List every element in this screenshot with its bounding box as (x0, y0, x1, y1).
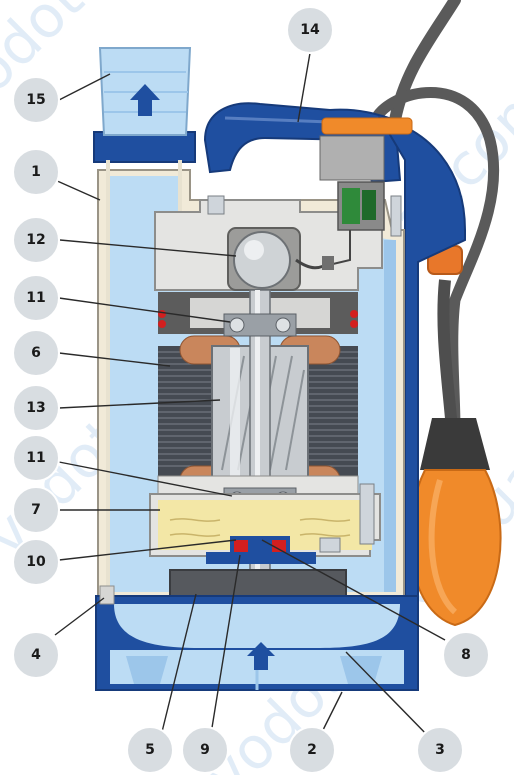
callout-3: 3 (416, 726, 464, 774)
terminal-green-2 (362, 190, 376, 220)
orange-clip (321, 117, 413, 135)
pump-base (95, 585, 419, 691)
svg-text:4: 4 (31, 647, 41, 663)
red-seal-tr (350, 310, 358, 318)
bolt-top (207, 195, 225, 215)
upper-bearing (223, 313, 297, 337)
callouts: 15 14 1 12 11 6 13 11 7 10 4 8 5 9 2 3 (12, 6, 490, 774)
svg-text:7: 7 (31, 502, 41, 518)
float-collar (420, 418, 490, 470)
svg-text:13: 13 (26, 400, 45, 416)
red-seal-tr2 (350, 320, 358, 328)
leader-12 (59, 239, 237, 257)
callout-2: 2 (288, 726, 336, 774)
callout-7: 7 (12, 486, 60, 534)
red-seal-tl (158, 310, 166, 318)
leader-11b (58, 461, 233, 497)
leader-11a (58, 297, 231, 323)
red-seal-tl2 (158, 320, 166, 328)
leader-10 (58, 539, 237, 561)
callout-5: 5 (126, 726, 174, 774)
bolt-lower-mid (319, 537, 341, 553)
callout-8: 8 (442, 631, 490, 679)
leader-6 (58, 352, 171, 367)
callout-13: 13 (12, 384, 60, 432)
cable-gland (319, 135, 385, 181)
svg-text:12: 12 (26, 232, 45, 248)
callout-14: 14 (286, 6, 334, 54)
svg-text:15: 15 (26, 92, 45, 108)
leader-5 (159, 593, 197, 741)
svg-text:11: 11 (26, 450, 45, 466)
callout-12: 12 (12, 216, 60, 264)
discharge-outlet (93, 47, 196, 590)
leader-4 (54, 597, 105, 636)
outlet-collar (93, 131, 196, 163)
power-cable (369, 87, 500, 436)
float-cable-lower (437, 279, 458, 431)
callout-4: 4 (12, 631, 60, 679)
callout-6: 6 (12, 329, 60, 377)
callout-11b: 11 (12, 434, 60, 482)
svg-text:2: 2 (307, 742, 317, 758)
terminal-green (342, 188, 360, 224)
bolt-lower-right (359, 483, 375, 545)
callout-15: 15 (12, 76, 60, 124)
svg-text:1: 1 (31, 164, 41, 180)
casing-right-channel (384, 240, 396, 592)
base-seal (99, 585, 115, 605)
outlet-inner-wall (106, 160, 182, 590)
leader-8 (261, 539, 446, 641)
leader-15 (58, 73, 111, 101)
base-inner-water (114, 604, 400, 648)
inflow-arrow-up-icon (247, 642, 275, 670)
leader-1 (54, 179, 101, 201)
callout-10: 10 (12, 538, 60, 586)
svg-text:10: 10 (26, 554, 46, 570)
svg-text:6: 6 (31, 345, 41, 361)
svg-text:14: 14 (300, 22, 320, 38)
svg-text:5: 5 (145, 742, 155, 758)
callout-1: 1 (12, 148, 60, 196)
svg-text:8: 8 (461, 647, 471, 663)
svg-text:3: 3 (435, 742, 445, 758)
flow-arrow-up-icon (130, 84, 160, 116)
float-switch (369, 0, 502, 627)
svg-text:9: 9 (200, 742, 210, 758)
callout-11a: 11 (12, 274, 60, 322)
leader-9 (209, 554, 241, 741)
callout-9: 9 (181, 726, 229, 774)
svg-text:11: 11 (26, 290, 45, 306)
leader-3 (345, 651, 433, 741)
oil-chamber (149, 483, 381, 557)
bolt-right (390, 195, 402, 237)
leader-13 (58, 399, 221, 409)
capacitor (227, 227, 334, 291)
leader-14 (297, 52, 311, 123)
